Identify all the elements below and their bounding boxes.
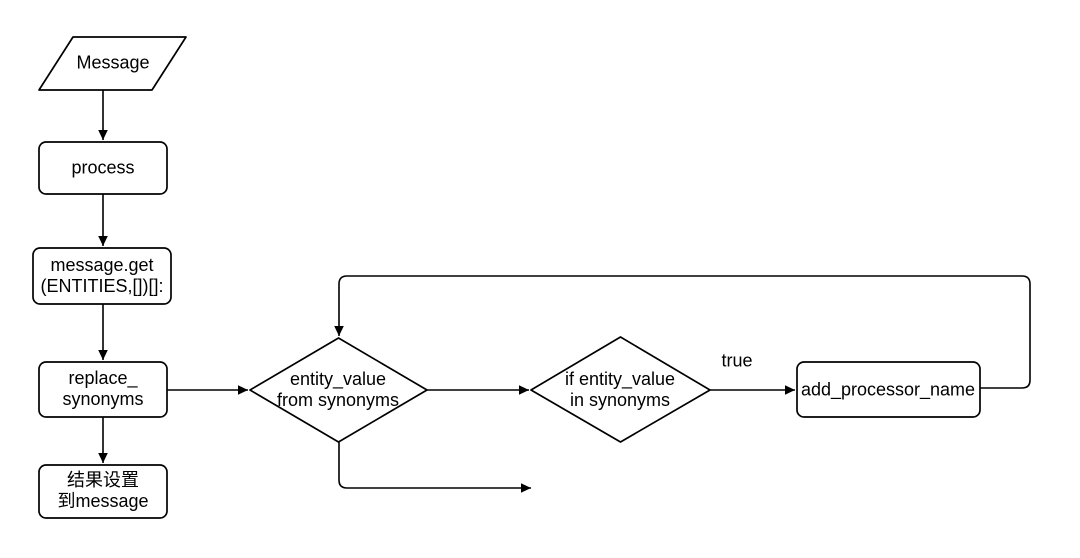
label-entity-diamond-line1: entity_value [289,369,387,389]
label-if-diamond-line2: in synonyms [569,390,671,410]
label-entity-value-from-synonyms: entity_value from synonyms [277,369,399,411]
label-process: process [71,158,134,179]
label-message-get: message.get (ENTITIES,[])[]: [40,255,163,297]
node-message-parallelogram [38,36,187,91]
label-replace-synonyms: replace_ synonyms [62,368,143,410]
label-message-line1: Message [76,52,150,73]
label-result-to-message: 结果设置 到message [57,470,148,512]
label-message-get-line1: message.get [50,255,154,275]
label-replace-synonyms-line1: replace_ [68,368,138,388]
node-result-to-message-rect [38,464,168,519]
label-result-to-message-line2: 到message [57,491,149,511]
label-result-to-message-line1: 结果设置 [66,470,139,490]
label-message-get-line2: (ENTITIES,[])[]: [40,276,164,296]
label-if-entity-value-in-synonyms: if entity_value in synonyms [565,369,675,411]
label-replace-synonyms-line2: synonyms [62,389,144,409]
label-if-diamond-line1: if entity_value [564,369,676,389]
edge-label-true: true [721,350,753,371]
label-add-processor-name: add_processor_name [801,380,975,401]
node-add-processor-name-rect [796,361,981,418]
label-message: Message [76,53,149,74]
edge-add-processor-loop-to-entity-diamond [334,275,1031,389]
node-message-get-rect [32,247,172,305]
label-process-line1: process [71,157,135,178]
label-entity-diamond-line2: from synonyms [276,390,400,410]
label-add-processor-name-line1: add_processor_name [800,379,976,400]
edge-entity-diamond-exit-bottom [338,442,531,493]
